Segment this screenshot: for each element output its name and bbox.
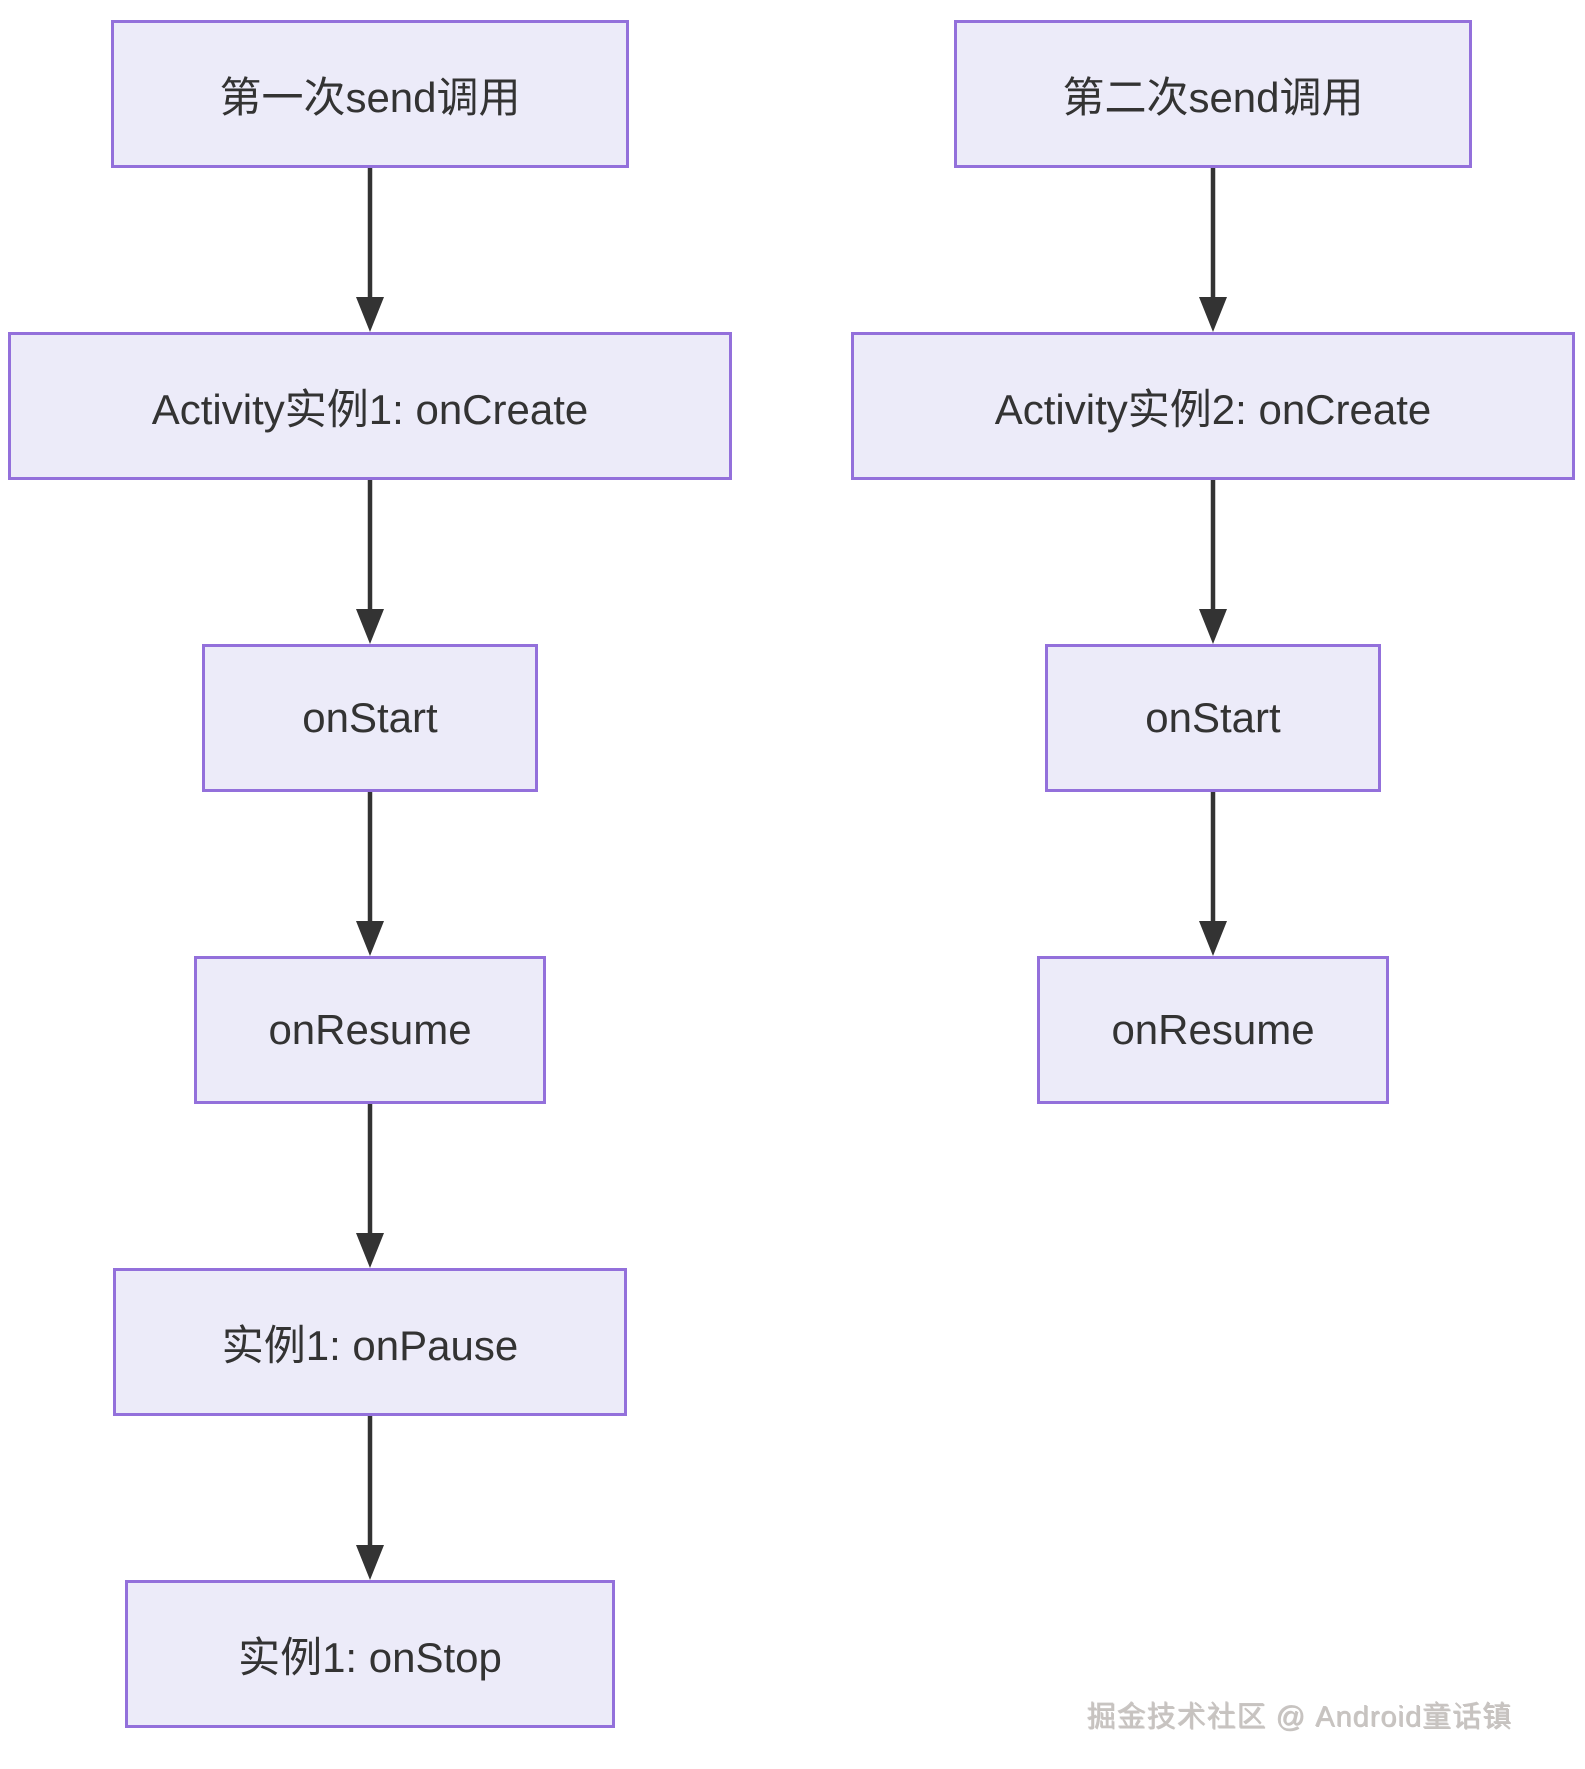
flow-arrow-down-icon [356,168,384,332]
flow-arrow-down-icon [356,480,384,644]
flow-node-instance2-onstart: onStart [1045,644,1381,792]
flow-arrow-down-icon [356,792,384,956]
juejin-watermark: 掘金技术社区 @ Android童话镇 [1087,1702,1513,1734]
flow-node-second-send-call: 第二次send调用 [954,20,1472,168]
flow-node-instance1-onstop: 实例1: onStop [125,1580,615,1728]
flow-arrow-down-icon [1199,168,1227,332]
flow-node-first-send-call: 第一次send调用 [111,20,629,168]
flow-arrow-down-icon [1199,792,1227,956]
flow-node-activity2-oncreate: Activity实例2: onCreate [851,332,1575,480]
flow-node-instance1-onstart: onStart [202,644,538,792]
flow-node-instance1-onpause: 实例1: onPause [113,1268,627,1416]
flow-node-instance2-onresume: onResume [1037,956,1389,1104]
flow-arrow-down-icon [1199,480,1227,644]
flow-arrow-down-icon [356,1104,384,1268]
flow-arrow-down-icon [356,1416,384,1580]
flow-node-activity1-oncreate: Activity实例1: onCreate [8,332,732,480]
flow-node-instance1-onresume: onResume [194,956,546,1104]
